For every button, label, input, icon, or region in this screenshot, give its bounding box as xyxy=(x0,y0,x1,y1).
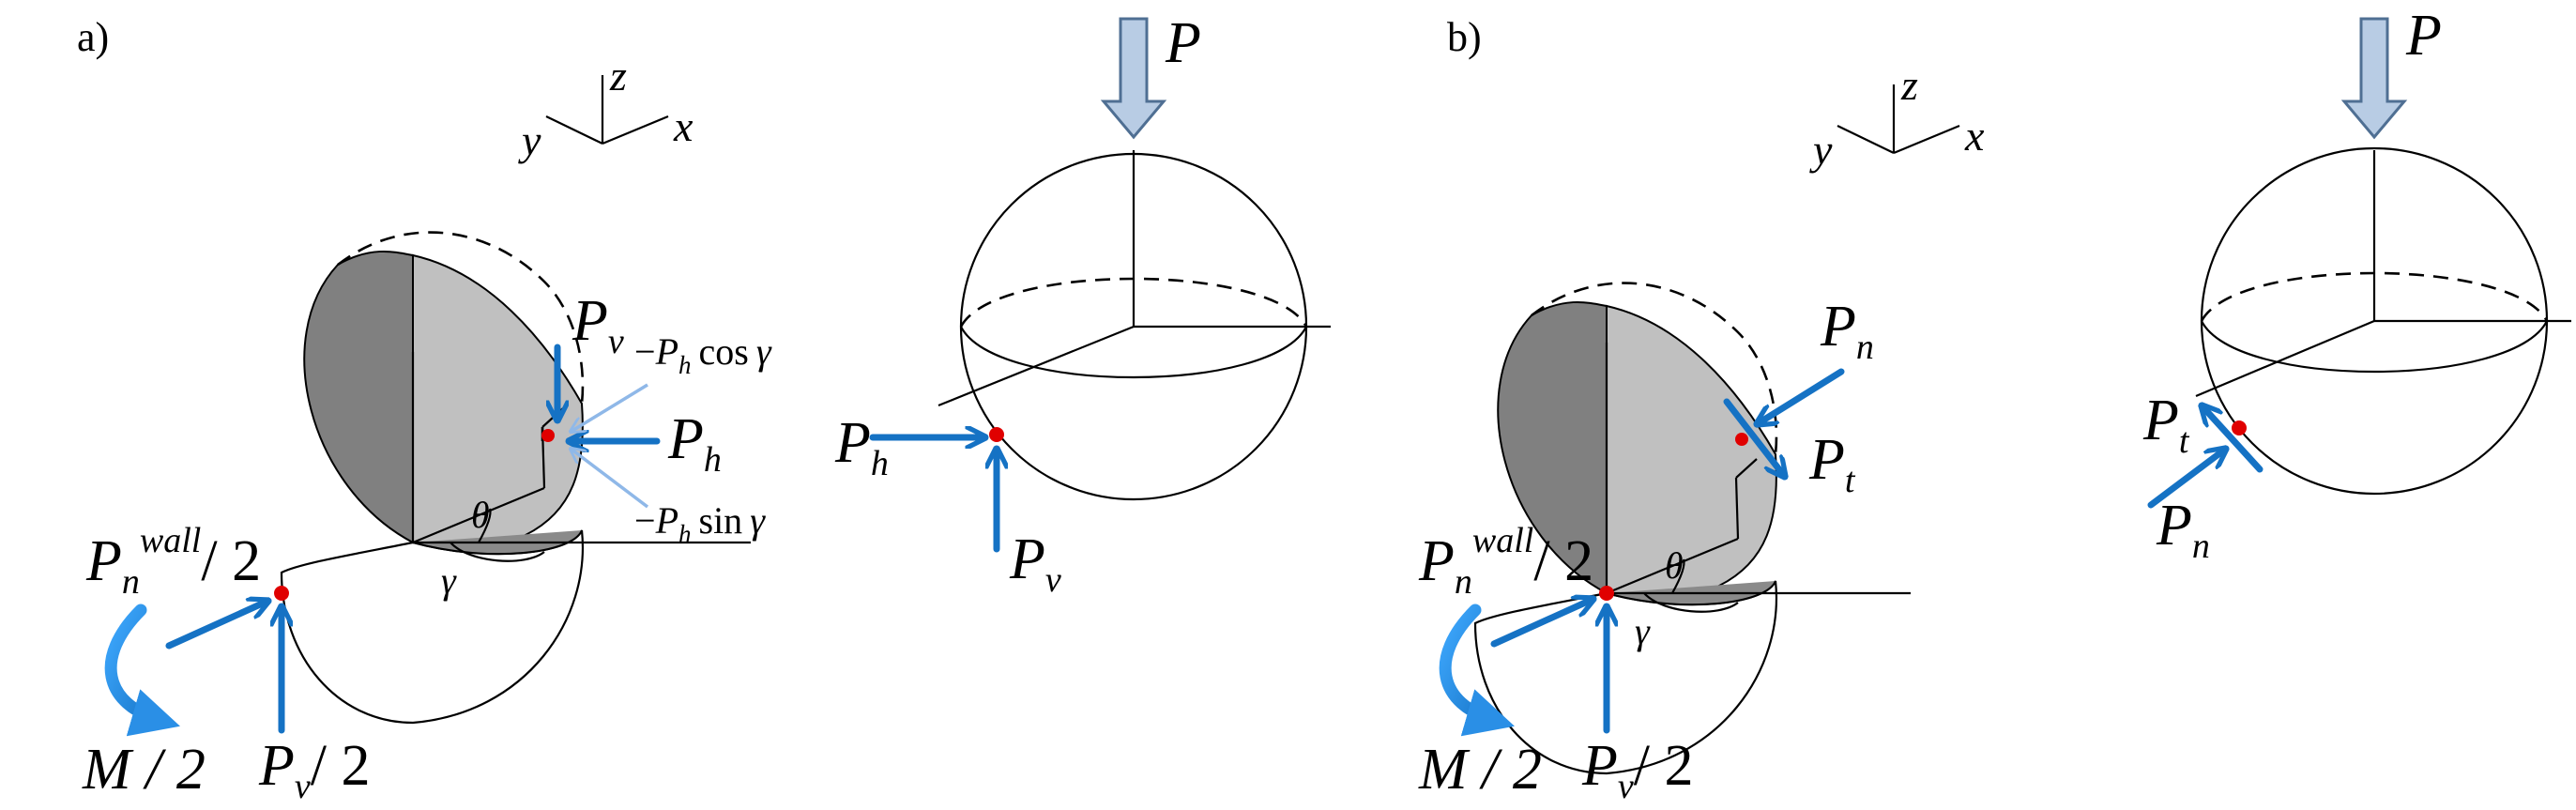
force-pn-wall-arrow xyxy=(165,601,268,650)
axis-x-label-b: x xyxy=(1964,112,1985,160)
contact-point-wall-b xyxy=(1599,586,1614,601)
cut-sphere-a: θ γ xyxy=(280,231,751,725)
contact-point-sphere-a xyxy=(989,427,1004,442)
load-label-a: P xyxy=(1165,11,1201,75)
load-arrow-a xyxy=(1100,17,1167,140)
cut-sphere-b: θ γ xyxy=(1473,282,1911,775)
panel-b-label: b) xyxy=(1447,14,1482,60)
axis-z-label-b: z xyxy=(1900,61,1918,109)
contact-point-sphere-b xyxy=(2232,420,2247,436)
contact-point-shell-a xyxy=(541,429,555,442)
component-sin-arrow xyxy=(571,449,649,509)
sphere-b: P Pt Pn xyxy=(2142,4,2571,566)
angle-gamma-b: γ xyxy=(1635,610,1651,652)
force-pn-arrow xyxy=(1757,368,1845,424)
axis-y-label-b: y xyxy=(1809,126,1833,174)
force-pn-wall-label-b: Pnwall/ 2 xyxy=(1418,521,1593,602)
sphere-pn-label: Pn xyxy=(2156,494,2210,566)
sphere-ph-label: Ph xyxy=(834,411,889,483)
axis-z-label: z xyxy=(609,52,627,99)
panel-b: b) z x y θ γ Pn xyxy=(1418,4,2571,806)
moment-arrow-b xyxy=(1439,604,1515,737)
force-pn-wall-arrow-b xyxy=(1490,599,1593,648)
force-ph-label: Ph xyxy=(667,407,722,480)
force-pv-half-label: Pv/ 2 xyxy=(258,734,370,806)
panel-a-label: a) xyxy=(77,14,109,60)
sphere-pv-label: Pv xyxy=(1009,527,1061,600)
load-arrow-b xyxy=(2340,17,2408,140)
moment-label-a: M / 2 xyxy=(82,738,206,802)
force-pt-arrow xyxy=(1723,398,1785,477)
panel-a: a) z x y θ γ xyxy=(77,11,1331,806)
sphere-pn-arrow xyxy=(2147,449,2226,509)
component-cos-arrow xyxy=(571,383,648,432)
contact-point-wall-a xyxy=(274,586,289,601)
axis-x-label: x xyxy=(673,102,694,150)
load-label-b: P xyxy=(2405,4,2442,68)
angle-theta-a: θ xyxy=(471,494,490,536)
angle-gamma-a: γ xyxy=(441,559,457,602)
sphere-pt-arrow xyxy=(2202,405,2264,473)
moment-label-b: M / 2 xyxy=(1418,738,1542,802)
sphere-pt-label: Pt xyxy=(2142,389,2190,461)
axis-triad-a: z x y xyxy=(518,52,694,164)
sphere-a: P Ph Pv xyxy=(834,11,1331,600)
force-pt-label: Pt xyxy=(1808,428,1856,500)
force-pv-label: Pv xyxy=(572,289,624,361)
axis-triad-b: z x y xyxy=(1809,61,1985,174)
axis-y-label: y xyxy=(518,116,541,164)
force-pv-half-label-b: Pv/ 2 xyxy=(1581,734,1693,806)
force-pn-label: Pn xyxy=(1820,295,1874,367)
force-pn-wall-label: Pnwall/ 2 xyxy=(85,521,261,602)
contact-point-shell-b xyxy=(1735,433,1748,446)
moment-arrow-a xyxy=(104,604,180,737)
angle-theta-b: θ xyxy=(1665,544,1684,587)
